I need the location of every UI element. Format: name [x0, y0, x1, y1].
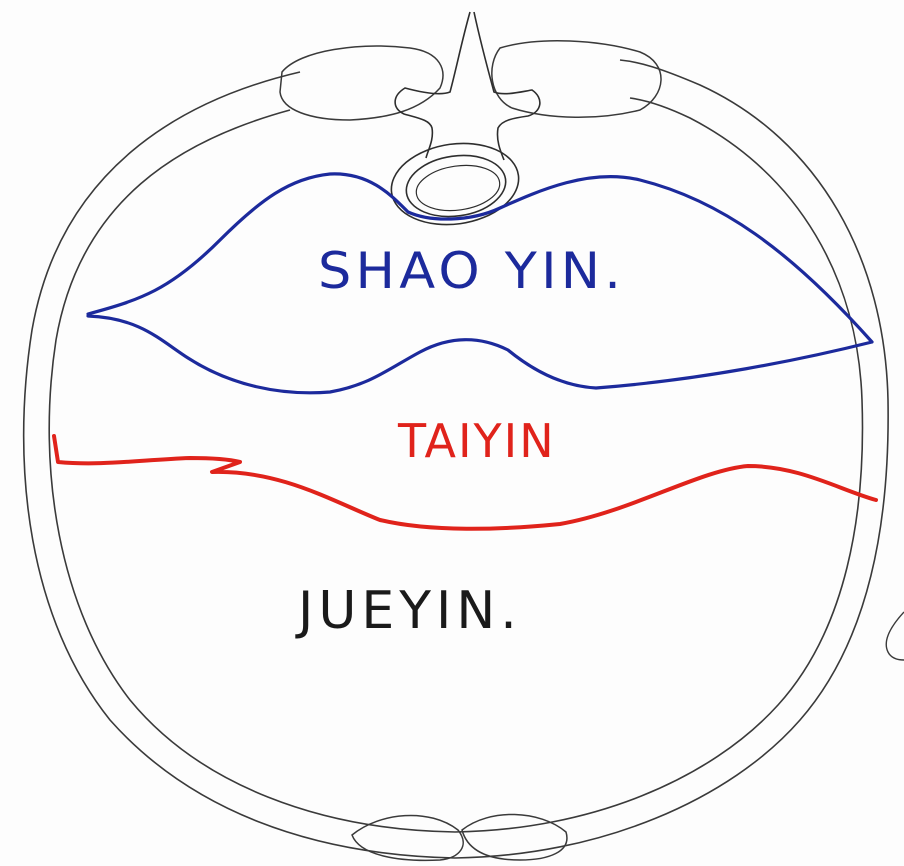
back-muscles [280, 41, 661, 120]
right-back-muscle [492, 41, 661, 118]
spinous-process [395, 12, 540, 160]
left-back-muscle [280, 46, 443, 120]
shaoyin-label: SHAO YIN. [318, 246, 625, 296]
spinal-canal [413, 160, 502, 215]
right-rectus-muscle [462, 814, 567, 860]
left-rectus-muscle [352, 815, 463, 860]
taiyin-label: TAIYIN [398, 418, 556, 464]
jueyin-label: JUEYIN. [298, 585, 522, 637]
stray-mark [886, 612, 904, 660]
